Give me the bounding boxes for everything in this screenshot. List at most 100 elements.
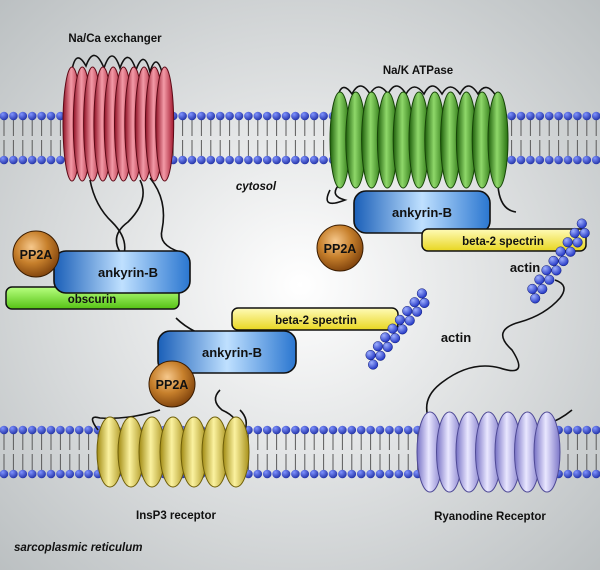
lipid-head: [37, 155, 46, 165]
lipid-head: [347, 469, 357, 479]
lipid-head: [187, 111, 197, 121]
ankyrin-b-box-3: [157, 330, 297, 374]
lipid-head: [37, 469, 46, 479]
lipid-head: [281, 111, 291, 121]
lipid-head: [385, 425, 394, 435]
lipid-head: [554, 111, 563, 121]
lipid-head: [375, 469, 385, 479]
lipid-head: [187, 155, 197, 165]
lipid-head: [9, 111, 18, 121]
lipid-head: [554, 155, 563, 165]
lipid-head: [544, 155, 554, 165]
lipid-head: [563, 469, 573, 479]
actin-bead: [409, 297, 420, 308]
sarcoplasmic-reticulum-label: sarcoplasmic reticulum: [14, 542, 142, 554]
lipid-head: [526, 155, 535, 165]
lipid-head: [319, 111, 328, 121]
lipid-head: [234, 155, 244, 165]
actin-bead: [558, 256, 569, 267]
lipid-head: [516, 111, 526, 121]
lipid-head: [591, 469, 600, 479]
lipid-head: [582, 111, 592, 121]
beta2-spectrin-label-1: beta-2 spectrin: [462, 236, 544, 248]
lipid-head: [516, 155, 526, 165]
lipid-head: [563, 111, 573, 121]
pp2a-label-1: PP2A: [324, 242, 357, 256]
actin-bead: [368, 359, 379, 370]
lipid-head: [356, 469, 366, 479]
lipid-head: [309, 111, 319, 121]
actin-bead: [380, 332, 391, 343]
lipid-head: [582, 425, 592, 435]
lipid-head: [591, 111, 600, 121]
lipid-head: [272, 469, 281, 479]
lipid-head: [309, 469, 319, 479]
lipid-head: [253, 425, 263, 435]
actin-bead: [402, 305, 413, 317]
actin-bead: [390, 333, 401, 344]
beta2-spectrin-label-2: beta-2 spectrin: [275, 315, 357, 327]
lipid-head: [225, 155, 234, 165]
lipid-head: [244, 155, 253, 165]
actin-bead: [544, 274, 555, 285]
actin-bead: [569, 227, 580, 238]
lipid-head: [338, 469, 347, 479]
lipid-head: [178, 155, 187, 165]
lipid-head: [27, 155, 37, 165]
lipid-head: [328, 425, 338, 435]
lipid-head: [9, 155, 18, 165]
lipid-head: [27, 111, 37, 121]
lipid-head: [46, 111, 56, 121]
lipid-head: [573, 111, 582, 121]
lipid-head: [0, 111, 9, 121]
actin-filament-1: [527, 218, 590, 304]
lipid-head: [206, 111, 216, 121]
lipid-head: [573, 469, 582, 479]
lipid-head: [178, 111, 187, 121]
pp2a-circle-1: [316, 224, 364, 272]
lipid-head: [65, 425, 75, 435]
nak-helix: [487, 91, 509, 189]
lipid-head: [84, 425, 93, 435]
naca-complex: obscurin ankyrin-B PP2A: [5, 230, 191, 310]
lipid-head: [46, 469, 56, 479]
lipid-head: [253, 111, 263, 121]
lipid-head: [544, 111, 554, 121]
actin-bead: [579, 228, 590, 239]
lipid-head: [507, 155, 516, 165]
nak-complex: ankyrin-B beta-2 spectrin PP2A: [316, 190, 587, 272]
lipid-head: [74, 469, 84, 479]
lipid-head: [573, 155, 582, 165]
lipid-head: [46, 155, 56, 165]
lipid-head: [56, 469, 65, 479]
actin-bead: [572, 237, 583, 248]
actin-bead: [404, 315, 415, 326]
insp3-receptor-label: InsP3 receptor: [136, 510, 216, 522]
lipid-head: [27, 469, 37, 479]
actin-bead: [537, 284, 548, 295]
lipid-head: [272, 155, 281, 165]
middle-complex: beta-2 spectrin ankyrin-B PP2A: [148, 307, 399, 408]
lipid-head: [573, 425, 582, 435]
lipid-head: [18, 155, 28, 165]
lipid-head: [291, 425, 300, 435]
lipid-head: [272, 425, 281, 435]
lipid-head: [281, 425, 291, 435]
actin-bead: [548, 255, 559, 266]
lipid-head: [37, 425, 46, 435]
pp2a-label-3: PP2A: [156, 378, 189, 392]
actin-bead: [551, 265, 562, 276]
lipid-head: [262, 425, 272, 435]
lipid-head: [27, 425, 37, 435]
lipid-head: [281, 469, 291, 479]
actin-bead: [365, 349, 376, 361]
lipid-head: [244, 111, 253, 121]
actin-bead: [412, 306, 423, 317]
insp3-receptor: [96, 416, 250, 488]
lipid-head: [215, 155, 225, 165]
actin-bead: [382, 341, 393, 353]
actin-label-2: actin: [441, 330, 471, 345]
actin-bead: [576, 218, 587, 229]
lipid-head: [319, 469, 328, 479]
